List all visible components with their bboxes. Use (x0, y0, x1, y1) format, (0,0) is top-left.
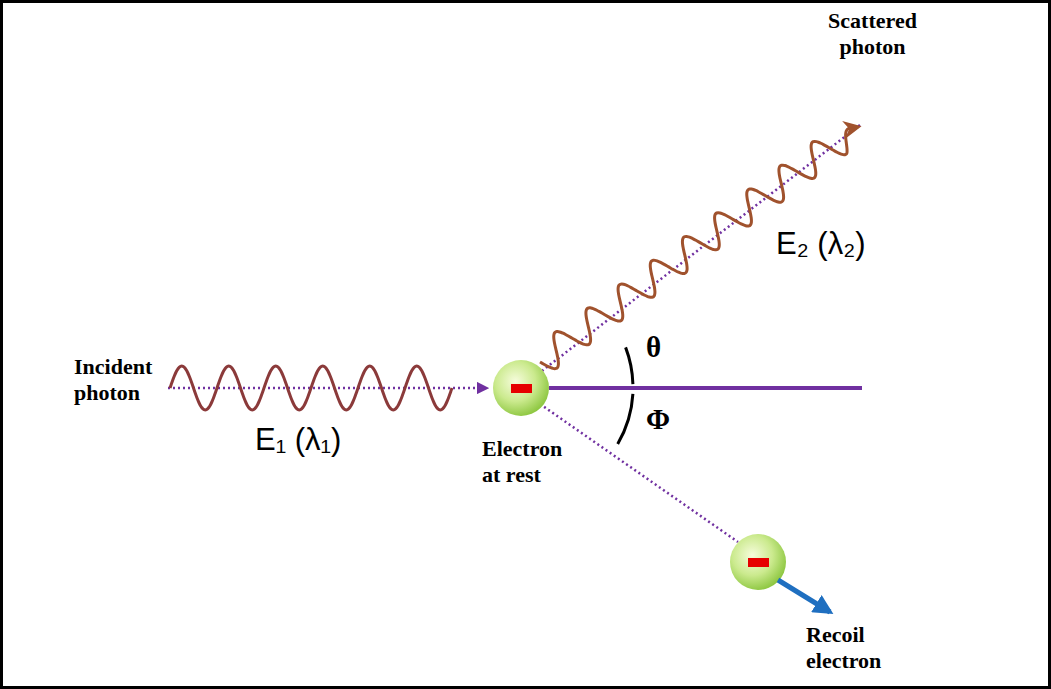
reference-axis (549, 386, 862, 390)
phi-arc (618, 394, 633, 444)
energy-wavelength-label: E₂ (λ₂) (776, 226, 916, 263)
recoil-direction-arrow (778, 580, 830, 612)
photon-label: Scattered photon (805, 8, 940, 60)
photon-label: Incident photon (74, 354, 170, 406)
incident-wave (170, 366, 452, 410)
negative-charge-sign (511, 384, 532, 393)
electron-at-rest (493, 360, 549, 416)
electron-label: Electron at rest (482, 436, 582, 488)
angle-symbol: Φ (646, 402, 676, 436)
energy-wavelength-label: E₁ (λ₁) (255, 422, 395, 459)
electron-label: Recoil electron (806, 622, 902, 674)
negative-charge-sign (748, 558, 769, 567)
angle-symbol: θ (646, 330, 676, 364)
theta-arc (626, 347, 633, 384)
recoil-path (540, 404, 738, 542)
